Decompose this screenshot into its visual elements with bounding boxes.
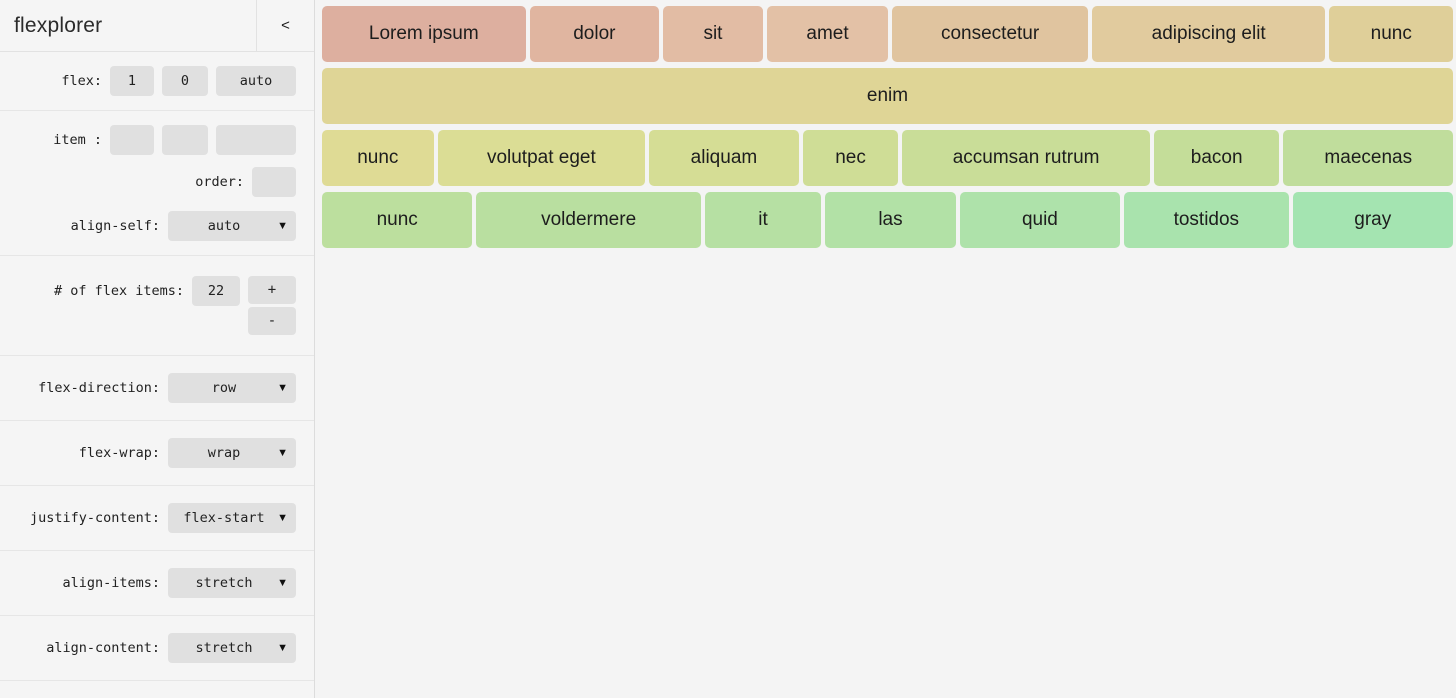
chevron-left-icon[interactable]: < (256, 0, 314, 51)
align-self-select[interactable]: auto (168, 211, 296, 241)
item-shrink-input[interactable] (162, 125, 208, 155)
flex-item[interactable]: Lorem ipsum (322, 6, 526, 62)
flex-wrap-select[interactable]: wrap (168, 438, 296, 468)
flex-item[interactable]: quid (959, 192, 1121, 248)
justify-content-row: justify-content: flex-start ▼ (0, 486, 314, 551)
flex-item[interactable]: enim (322, 68, 1453, 124)
decrement-items-button[interactable]: - (248, 307, 296, 335)
order-input[interactable] (252, 167, 296, 197)
flex-item[interactable]: adipiscing elit (1091, 6, 1326, 62)
align-items-select[interactable]: stretch (168, 568, 296, 598)
flex-item[interactable]: consectetur (892, 6, 1088, 62)
flex-direction-label: flex-direction: (38, 380, 160, 396)
align-items-row: align-items: stretch ▼ (0, 551, 314, 616)
item-label: item : (53, 132, 102, 148)
flex-wrap-label: flex-wrap: (78, 445, 160, 461)
flex-direction-row: flex-direction: row ▼ (0, 356, 314, 421)
controls-sidebar: flexplorer < flex: item : order: align-s… (0, 0, 315, 698)
flex-item[interactable]: nunc (322, 192, 473, 248)
justify-content-label: justify-content: (29, 510, 160, 526)
flex-direction-select-wrap: row ▼ (168, 373, 296, 403)
align-self-row: align-self: auto ▼ (0, 203, 314, 256)
flex-basis-input[interactable] (216, 66, 296, 96)
align-content-row: align-content: stretch ▼ (0, 616, 314, 681)
flex-item-count-stepper: + - (248, 276, 296, 335)
flex-item-count-row: # of flex items: + - (0, 256, 314, 356)
align-content-select[interactable]: stretch (168, 633, 296, 663)
flex-item[interactable]: tostidos (1124, 192, 1289, 248)
flex-item[interactable]: amet (766, 6, 889, 62)
flex-item[interactable]: dolor (529, 6, 660, 62)
align-self-select-wrap: auto ▼ (168, 211, 296, 241)
align-content-select-wrap: stretch ▼ (168, 633, 296, 663)
flex-shorthand-row: flex: (0, 52, 314, 111)
flex-label: flex: (61, 73, 102, 89)
sidebar-header: flexplorer < (0, 0, 314, 52)
order-label: order: (195, 174, 244, 190)
flex-item[interactable]: voldermere (476, 192, 701, 248)
flex-item-count-label: # of flex items: (53, 283, 184, 299)
flex-item[interactable]: nec (802, 130, 899, 186)
flex-wrap-select-wrap: wrap ▼ (168, 438, 296, 468)
flex-shrink-input[interactable] (162, 66, 208, 96)
flex-item[interactable]: gray (1292, 192, 1453, 248)
flex-item[interactable]: volutpat eget (437, 130, 646, 186)
item-grow-input[interactable] (110, 125, 154, 155)
flex-item[interactable]: las (825, 192, 956, 248)
flex-grow-input[interactable] (110, 66, 154, 96)
order-row: order: (0, 161, 314, 203)
flex-item[interactable]: sit (663, 6, 763, 62)
flex-item[interactable]: nunc (322, 130, 434, 186)
flex-direction-select[interactable]: row (168, 373, 296, 403)
justify-content-select-wrap: flex-start ▼ (168, 503, 296, 533)
item-fields-row: item : (0, 111, 314, 161)
align-items-select-wrap: stretch ▼ (168, 568, 296, 598)
flex-wrap-row: flex-wrap: wrap ▼ (0, 421, 314, 486)
flex-item[interactable]: nunc (1329, 6, 1454, 62)
app-title: flexplorer (14, 13, 103, 37)
align-self-label: align-self: (70, 218, 160, 234)
flex-item[interactable]: accumsan rutrum (902, 130, 1150, 186)
item-basis-input[interactable] (216, 125, 296, 155)
align-content-label: align-content: (46, 640, 160, 656)
flex-item[interactable]: maecenas (1283, 130, 1454, 186)
flex-item[interactable]: it (704, 192, 822, 248)
justify-content-select[interactable]: flex-start (168, 503, 296, 533)
align-items-label: align-items: (62, 575, 160, 591)
flex-item[interactable]: aliquam (649, 130, 799, 186)
flex-item[interactable]: bacon (1153, 130, 1280, 186)
flex-item-count-input[interactable] (192, 276, 240, 306)
increment-items-button[interactable]: + (248, 276, 296, 304)
